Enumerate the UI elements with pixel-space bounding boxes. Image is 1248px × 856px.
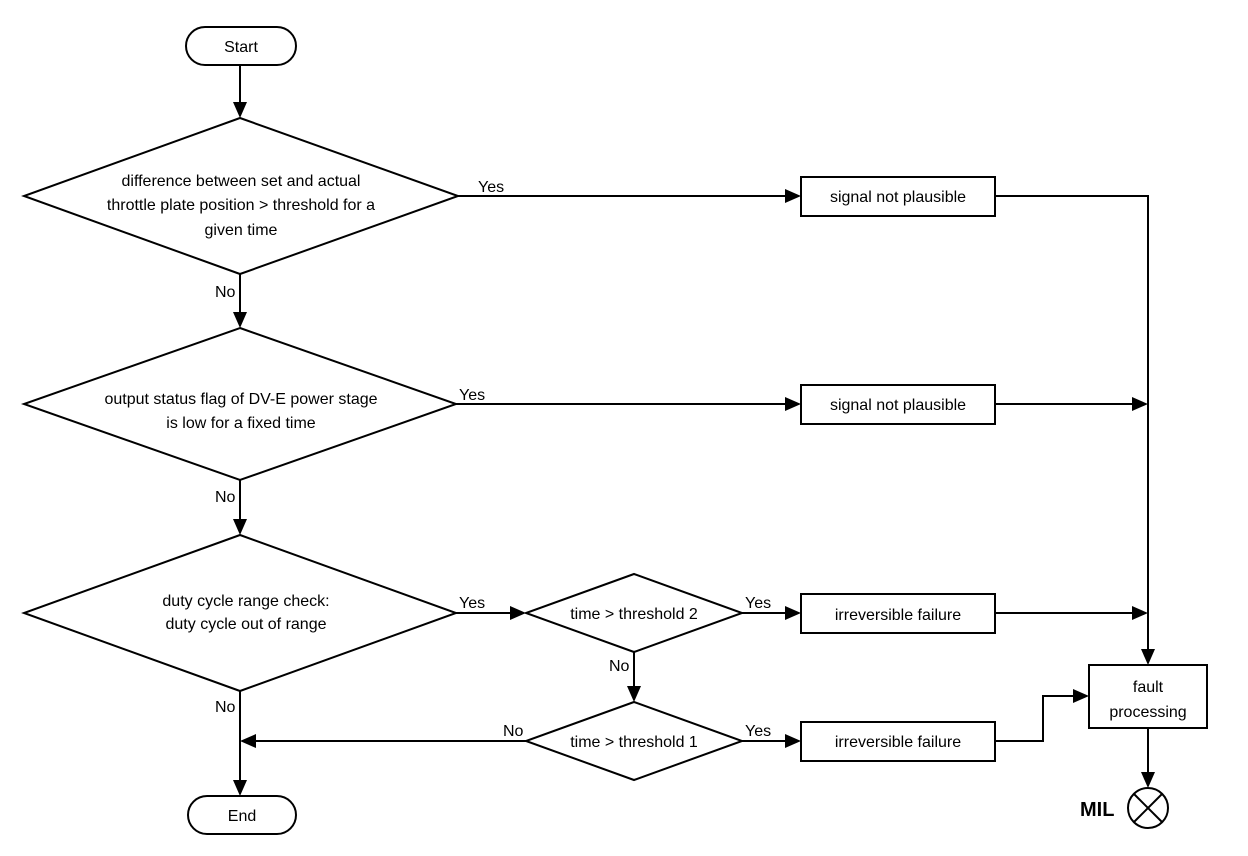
edge-label-no-d5: No bbox=[503, 723, 524, 740]
box-fault-processing bbox=[1088, 664, 1208, 729]
edge-label-yes-d4: Yes bbox=[745, 595, 771, 612]
arrowhead-d2-to-box2 bbox=[785, 397, 801, 411]
edge-label-no-d2: No bbox=[215, 489, 236, 506]
arrowhead-d1-to-box1 bbox=[785, 189, 801, 203]
arrowhead-d4-to-box3 bbox=[785, 606, 801, 620]
arrowhead-start-to-d1 bbox=[233, 102, 247, 118]
decision-threshold-1-label: time > threshold 1 bbox=[570, 734, 698, 751]
arrowhead-bus-to-fault bbox=[1141, 649, 1155, 665]
decision-throttle-difference bbox=[21, 116, 461, 276]
edge-label-no-d4: No bbox=[609, 658, 630, 675]
box-irreversible-failure-1-label: irreversible failure bbox=[835, 607, 961, 624]
decision-threshold-1 bbox=[523, 700, 745, 782]
edge-label-yes-d2: Yes bbox=[459, 387, 485, 404]
end-label: End bbox=[228, 808, 256, 825]
decision-throttle-line-2: throttle plate position > threshold for … bbox=[107, 197, 375, 214]
box-signal-not-plausible-1 bbox=[800, 176, 996, 217]
edge-label-yes-d5: Yes bbox=[745, 723, 771, 740]
decision-power-stage-line-1: output status flag of DV-E power stage bbox=[104, 391, 377, 408]
edge-label-no-d3: No bbox=[215, 699, 236, 716]
arrowhead-box3-to-bus bbox=[1132, 606, 1148, 620]
arrowhead-d5-to-box4 bbox=[785, 734, 801, 748]
edge-label-yes-d1: Yes bbox=[478, 179, 504, 196]
mil-lamp-icon bbox=[1127, 787, 1169, 829]
arrowhead-d1-to-d2 bbox=[233, 312, 247, 328]
decision-throttle-line-3: given time bbox=[205, 222, 278, 239]
arrowhead-d5-to-mainline bbox=[240, 734, 256, 748]
edge-label-no-d1: No bbox=[215, 284, 236, 301]
arrowhead-box2-to-bus bbox=[1132, 397, 1148, 411]
arrowhead-d2-to-d3 bbox=[233, 519, 247, 535]
decision-throttle-line-1: difference between set and actual bbox=[122, 173, 361, 190]
decision-threshold-2-label: time > threshold 2 bbox=[570, 606, 698, 623]
arrowhead-fault-to-mil bbox=[1141, 772, 1155, 788]
edge-label-yes-d3: Yes bbox=[459, 595, 485, 612]
start-label: Start bbox=[224, 39, 258, 56]
box-signal-not-plausible-1-label: signal not plausible bbox=[830, 189, 966, 206]
connector-box4-to-fault bbox=[995, 695, 1073, 742]
arrowhead-d3-to-d4 bbox=[510, 606, 526, 620]
box-signal-not-plausible-2-label: signal not plausible bbox=[830, 397, 966, 414]
fault-processing-line-1: fault bbox=[1133, 679, 1164, 696]
box-signal-not-plausible-2 bbox=[800, 384, 996, 425]
arrowhead-box4-to-fault bbox=[1073, 689, 1089, 703]
mil-label: MIL bbox=[1080, 799, 1114, 821]
arrowhead-d3-to-end bbox=[233, 780, 247, 796]
box-irreversible-failure-2 bbox=[800, 721, 996, 762]
decision-duty-cycle-line-2: duty cycle out of range bbox=[166, 616, 327, 633]
decision-power-stage-line-2: is low for a fixed time bbox=[166, 415, 315, 432]
fault-processing-line-2: processing bbox=[1109, 704, 1186, 721]
connector-box1-to-fault bbox=[995, 195, 1149, 649]
decision-duty-cycle bbox=[21, 533, 459, 693]
arrowhead-d4-to-d5 bbox=[627, 686, 641, 702]
decision-duty-cycle-line-1: duty cycle range check: bbox=[162, 593, 329, 610]
box-irreversible-failure-2-label: irreversible failure bbox=[835, 734, 961, 751]
end-terminal bbox=[187, 795, 297, 835]
